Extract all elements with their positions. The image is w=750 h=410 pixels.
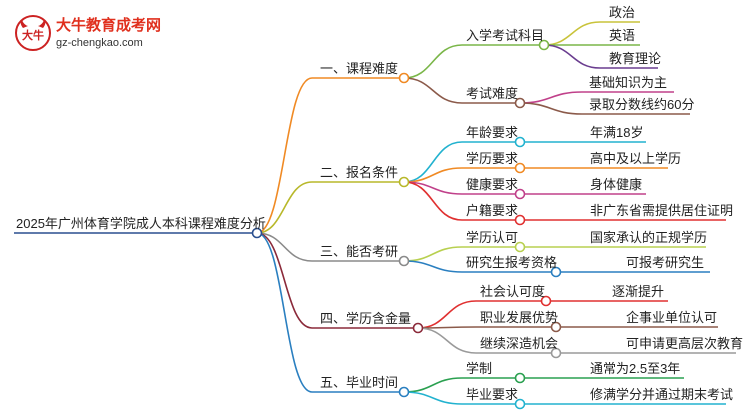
root-label: 2025年广州体育学院成人本科课程难度分析 (16, 216, 266, 231)
brand-title: 大牛教育成考网 (56, 17, 162, 34)
logo-glyph: 大牛 (22, 28, 44, 42)
leaf-connector (519, 91, 583, 104)
leaf-label: 英语 (609, 28, 636, 43)
branch-label: 二、报名条件 (320, 165, 399, 180)
sub-connector (403, 77, 463, 104)
leaf-label: 国家承认的正规学历 (590, 230, 708, 245)
sub-connector (403, 377, 463, 393)
sub-label: 健康要求 (466, 177, 519, 192)
bull-logo-icon: 大牛 (15, 15, 51, 51)
sub-node (514, 372, 526, 384)
sub-label: 入学考试科目 (466, 28, 545, 43)
leaf-label: 逐渐提升 (612, 284, 665, 299)
sub-node (550, 266, 562, 278)
sub-connector (403, 141, 463, 183)
leaf-label: 修满学分并通过期末考试 (590, 387, 734, 402)
leaf-label: 录取分数线约60分 (589, 97, 695, 112)
leaf-connector (543, 44, 601, 69)
branch-connector (256, 232, 313, 329)
branch-connector (256, 232, 313, 262)
sub-node (514, 97, 526, 109)
sub-node (514, 398, 526, 410)
sub-node (514, 214, 526, 226)
sub-connector (403, 44, 463, 79)
branch-node (398, 255, 410, 267)
sub-label: 毕业要求 (466, 387, 519, 402)
leaf-label: 基础知识为主 (589, 75, 668, 90)
branch-label: 三、能否考研 (320, 244, 399, 259)
sub-node (540, 295, 552, 307)
sub-label: 年龄要求 (466, 125, 519, 140)
branch-connector (256, 77, 313, 234)
sub-label: 户籍要求 (466, 203, 519, 218)
branch-node (398, 176, 410, 188)
sub-node (538, 39, 550, 51)
sub-node (514, 241, 526, 253)
brand-url: gz-chengkao.com (56, 37, 143, 49)
branch-label: 一、课程难度 (320, 61, 399, 76)
leaf-label: 年满18岁 (590, 125, 644, 140)
sub-connector (403, 391, 463, 405)
leaf-label: 身体健康 (590, 177, 643, 192)
sub-connector (403, 246, 463, 262)
sub-label: 学历认可 (466, 230, 519, 245)
leaf-label: 高中及以上学历 (590, 151, 682, 166)
sub-label: 继续深造机会 (480, 336, 559, 351)
leaf-connector (543, 21, 601, 46)
branch-node (398, 386, 410, 398)
leaf-label: 可报考研究生 (626, 255, 705, 270)
sub-label: 职业发展优势 (480, 310, 559, 325)
sub-label: 社会认可度 (480, 284, 546, 299)
sub-connector (417, 327, 477, 354)
leaf-label: 教育理论 (609, 51, 662, 66)
branch-connector (256, 181, 313, 234)
brand-logo[interactable]: 大牛 大牛教育成考网 gz-chengkao.com (14, 12, 164, 56)
sub-node (514, 188, 526, 200)
sub-connector (403, 181, 463, 221)
branch-label: 四、学历含金量 (320, 311, 412, 326)
leaf-label: 企事业单位认可 (626, 310, 718, 325)
leaf-connector (519, 102, 583, 115)
branch-label: 五、毕业时间 (320, 375, 399, 390)
sub-node (550, 347, 562, 359)
leaf-label: 非广东省需提供居住证明 (590, 203, 734, 218)
leaf-label: 政治 (609, 5, 636, 20)
sub-label: 学历要求 (466, 151, 519, 166)
sub-label: 考试难度 (466, 86, 519, 101)
sub-node (514, 162, 526, 174)
leaf-label: 可申请更高层次教育 (626, 336, 744, 351)
sub-node (550, 321, 562, 333)
branch-connector (256, 232, 313, 393)
branch-node (398, 72, 410, 84)
sub-label: 学制 (466, 361, 493, 376)
sub-connector (417, 300, 477, 329)
leaf-label: 通常为2.5至3年 (590, 361, 681, 376)
sub-node (514, 136, 526, 148)
sub-label: 研究生报考资格 (466, 255, 558, 270)
sub-connector (403, 260, 463, 273)
branch-node (412, 322, 424, 334)
root-node (251, 227, 263, 239)
